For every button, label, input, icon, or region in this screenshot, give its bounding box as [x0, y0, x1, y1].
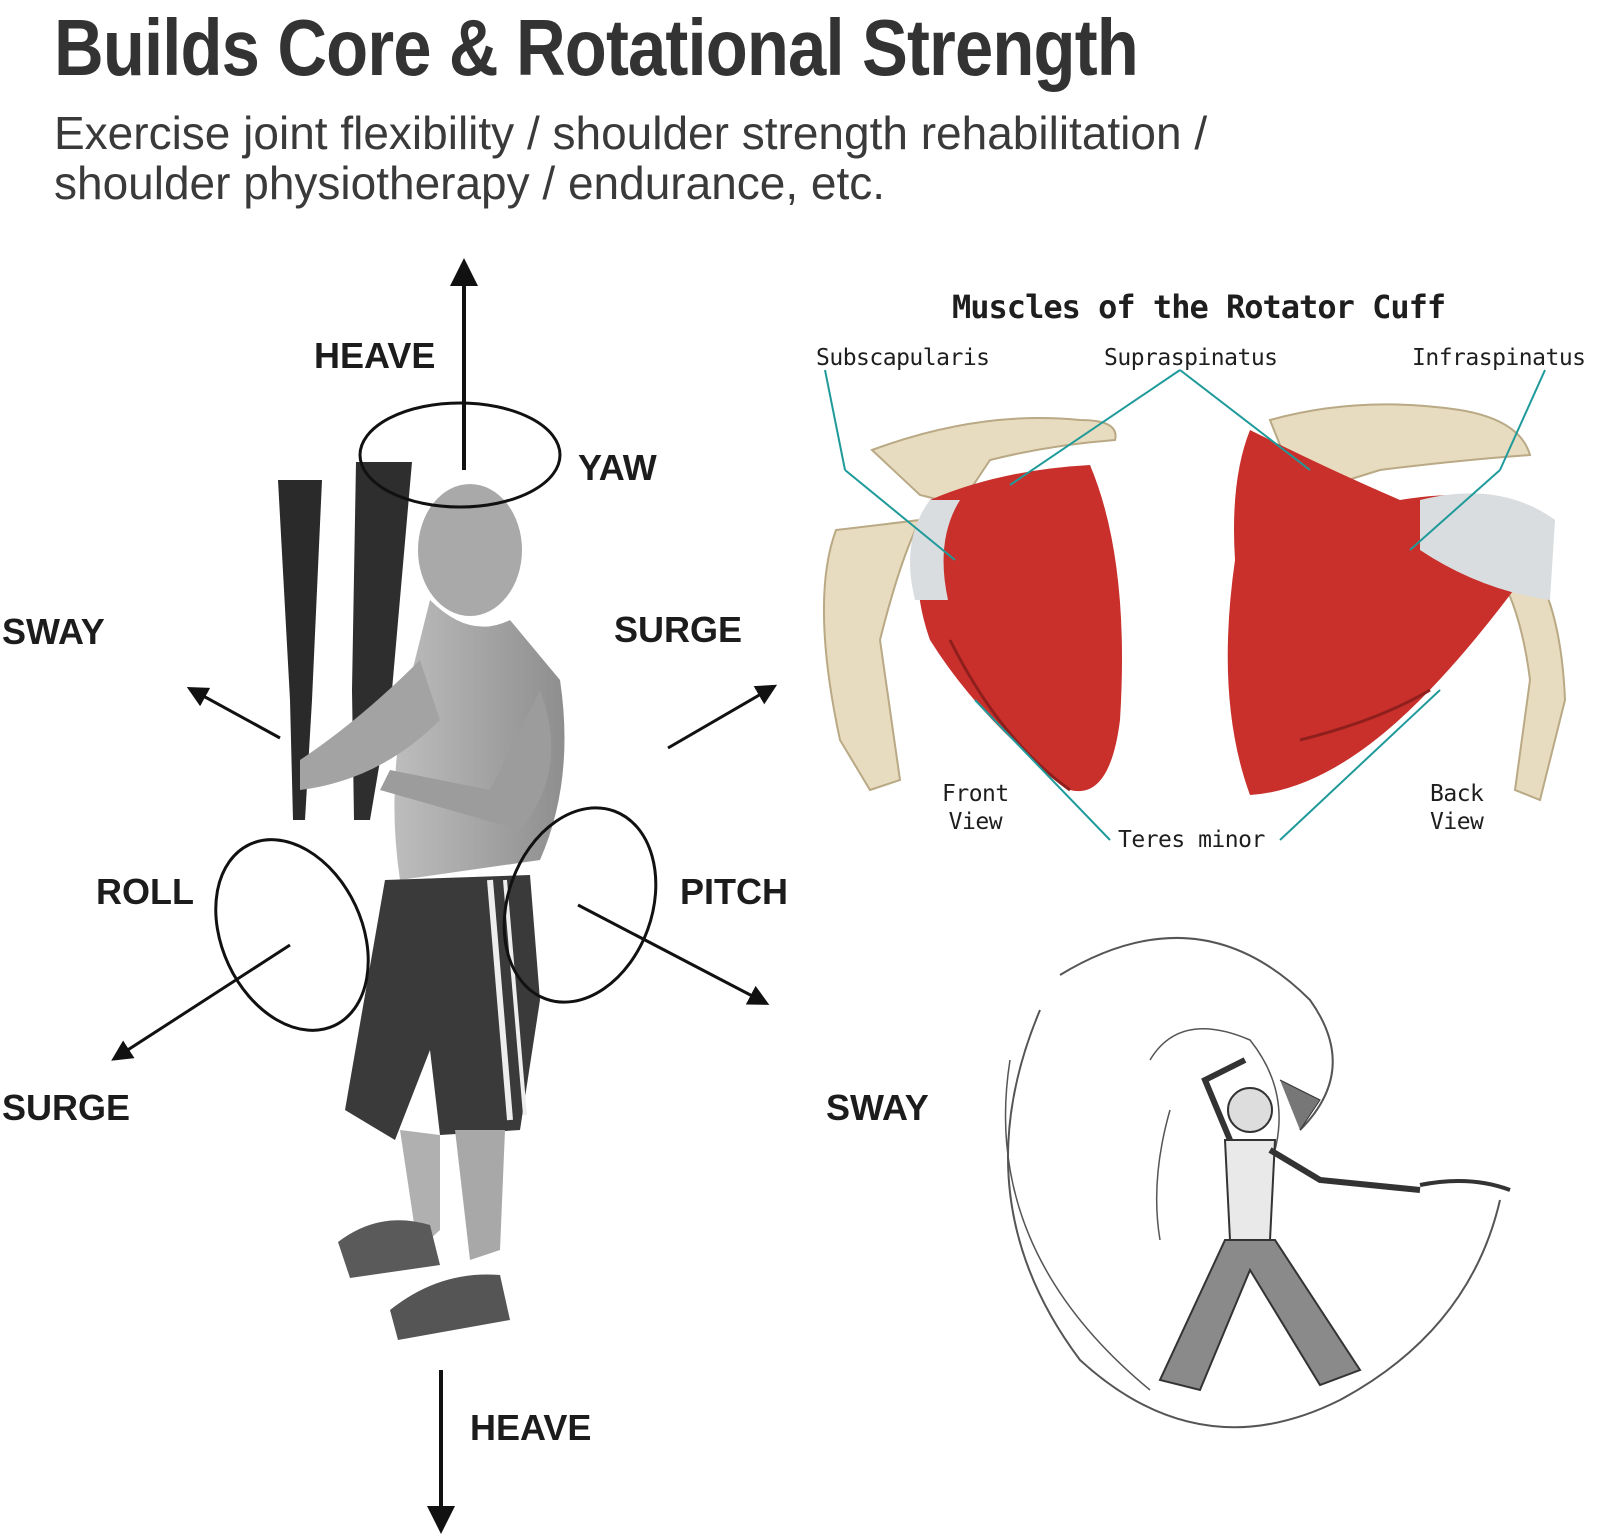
rotator-cuff-back-view — [1227, 403, 1567, 802]
subtitle-line-1: Exercise joint flexibility / shoulder st… — [54, 107, 1208, 159]
label-yaw: YAW — [578, 447, 657, 488]
front-view-line-2: View — [948, 809, 1003, 835]
label-sway-right: SWAY — [826, 1087, 929, 1128]
back-view-line-1: Back — [1430, 781, 1484, 807]
subtitle-line-2: shoulder physiotherapy / endurance, etc. — [54, 157, 886, 209]
label-back-view: Back View — [1430, 780, 1484, 836]
rotator-cuff-leader-lines — [824, 369, 1546, 841]
label-heave-top: HEAVE — [314, 335, 436, 376]
rotator-cuff-title: Muscles of the Rotator Cuff — [952, 288, 1446, 326]
label-surge-bottom: SURGE — [2, 1087, 131, 1128]
label-infraspinatus: Infraspinatus — [1412, 345, 1586, 371]
vintage-club-swinger-illustration — [1004, 936, 1511, 1429]
label-front-view: Front View — [942, 780, 1009, 836]
motion-arrows — [111, 258, 778, 1534]
label-roll: ROLL — [96, 871, 194, 912]
headline: Builds Core & Rotational Strength — [54, 3, 1139, 92]
front-view-line-1: Front — [942, 781, 1009, 807]
label-surge-right: SURGE — [614, 609, 743, 650]
label-sway-left: SWAY — [2, 611, 105, 652]
label-subscapularis: Subscapularis — [816, 345, 990, 371]
rotator-cuff-front-view — [822, 417, 1122, 792]
label-teres-minor: Teres minor — [1118, 827, 1265, 853]
label-pitch: PITCH — [680, 871, 788, 912]
label-heave-bottom: HEAVE — [470, 1407, 592, 1448]
athlete-figure — [278, 462, 565, 1340]
label-supraspinatus: Supraspinatus — [1104, 345, 1278, 371]
back-view-line-2: View — [1430, 809, 1484, 835]
